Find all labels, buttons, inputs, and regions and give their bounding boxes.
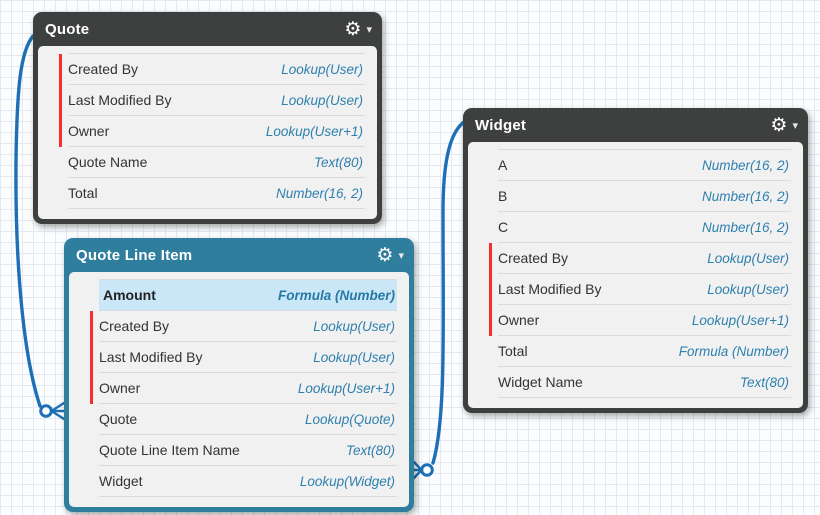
field-row-quote-name[interactable]: Quote Name Text(80) (68, 147, 365, 178)
field-label: Quote Name (68, 154, 148, 170)
connector-end-circle (420, 463, 434, 477)
field-row-c[interactable]: C Number(16, 2) (498, 212, 791, 243)
field-row-b[interactable]: B Number(16, 2) (498, 181, 791, 212)
chevron-down-icon[interactable]: ▾ (792, 119, 798, 132)
field-type: Text(80) (313, 154, 363, 170)
field-type: Lookup(User) (707, 281, 789, 297)
field-type: Text(80) (739, 374, 789, 390)
field-type: Lookup(User) (313, 318, 395, 334)
field-type: Number(16, 2) (701, 157, 789, 173)
entity-body: Created By Lookup(User) Last Modified By Lo… (38, 46, 377, 219)
field-row-owner[interactable]: Owner Lookup(User+1) (489, 305, 791, 336)
field-type: Formula (Number) (277, 287, 395, 303)
field-type: Lookup(Widget) (299, 473, 395, 489)
field-label: Created By (68, 61, 139, 77)
field-row-widget[interactable]: Widget Lookup(Widget) (99, 466, 397, 497)
field-list: A Number(16, 2) B Number(16, 2) C Number(16, … (489, 149, 791, 398)
field-label: Created By (99, 318, 170, 334)
field-row-a[interactable]: A Number(16, 2) (498, 150, 791, 181)
field-type: Lookup(User) (707, 250, 789, 266)
field-label: Owner (498, 312, 540, 328)
entity-title: Quote (45, 20, 90, 38)
entity-header-widget[interactable]: Widget ⚙ ▾ (463, 108, 808, 142)
field-label: Owner (68, 123, 110, 139)
entity-body: Amount Formula (Number) Created By Lookup(U… (69, 272, 409, 507)
field-row-owner[interactable]: Owner Lookup(User+1) (90, 373, 397, 404)
relationship-line (14, 34, 42, 408)
gear-icon[interactable]: ⚙ (770, 114, 788, 136)
chevron-down-icon[interactable]: ▾ (398, 249, 404, 262)
field-row-last-modified-by[interactable]: Last Modified By Lookup(User) (90, 342, 397, 373)
field-type: Lookup(User+1) (297, 380, 395, 396)
gear-icon[interactable]: ⚙ (376, 244, 394, 266)
field-row-created-by[interactable]: Created By Lookup(User) (59, 54, 365, 85)
field-label: Widget Name (498, 374, 583, 390)
field-row-total[interactable]: Total Number(16, 2) (68, 178, 365, 209)
field-row-last-modified-by[interactable]: Last Modified By Lookup(User) (59, 85, 365, 116)
field-type: Number(16, 2) (701, 219, 789, 235)
field-row-widget-name[interactable]: Widget Name Text(80) (498, 367, 791, 398)
entity-title: Widget (475, 116, 527, 134)
field-type: Number(16, 2) (275, 185, 363, 201)
field-row-created-by[interactable]: Created By Lookup(User) (489, 243, 791, 274)
field-label: B (498, 188, 508, 204)
field-type: Lookup(User) (313, 349, 395, 365)
field-type: Lookup(User+1) (265, 123, 363, 139)
entity-body: A Number(16, 2) B Number(16, 2) C Number(16, … (468, 142, 803, 408)
field-label: A (498, 157, 508, 173)
field-row-quote[interactable]: Quote Lookup(Quote) (99, 404, 397, 435)
gear-icon[interactable]: ⚙ (344, 18, 362, 40)
field-row-quote-line-item-name[interactable]: Quote Line Item Name Text(80) (99, 435, 397, 466)
field-list: Amount Formula (Number) Created By Lookup(U… (90, 279, 397, 497)
field-type: Lookup(Quote) (304, 411, 395, 427)
field-label: Total (68, 185, 98, 201)
field-label: Widget (99, 473, 143, 489)
field-label: Owner (99, 380, 141, 396)
field-type: Lookup(User+1) (691, 312, 789, 328)
field-label: Quote (99, 411, 138, 427)
chevron-down-icon[interactable]: ▾ (366, 23, 372, 36)
relationship-line (431, 120, 466, 465)
entity-title: Quote Line Item (76, 246, 193, 264)
field-row-created-by[interactable]: Created By Lookup(User) (90, 311, 397, 342)
field-type: Text(80) (345, 442, 395, 458)
field-label: Created By (498, 250, 569, 266)
relationship-widget-to-quote-line-item (412, 120, 466, 480)
field-row-total[interactable]: Total Formula (Number) (498, 336, 791, 367)
entity-header-quote[interactable]: Quote ⚙ ▾ (33, 12, 382, 46)
field-label: Last Modified By (498, 281, 602, 297)
field-row-last-modified-by[interactable]: Last Modified By Lookup(User) (489, 274, 791, 305)
field-type: Number(16, 2) (701, 188, 789, 204)
field-row-amount[interactable]: Amount Formula (Number) (99, 280, 397, 311)
field-label: Quote Line Item Name (99, 442, 240, 458)
field-type: Lookup(User) (281, 61, 363, 77)
entity-header-quote-line-item[interactable]: Quote Line Item ⚙ ▾ (64, 238, 414, 272)
crow-foot-icon (50, 401, 66, 421)
connector-end-circle (39, 404, 53, 418)
relationship-quote-to-quote-line-item (14, 34, 66, 421)
field-label: Amount (103, 287, 156, 303)
field-list: Created By Lookup(User) Last Modified By Lo… (59, 53, 365, 209)
field-row-owner[interactable]: Owner Lookup(User+1) (59, 116, 365, 147)
field-type: Lookup(User) (281, 92, 363, 108)
field-type: Formula (Number) (678, 343, 789, 359)
field-label: Last Modified By (99, 349, 203, 365)
entity-table-quote-line-item: Quote Line Item ⚙ ▾ Amount Formula (Numbe… (64, 238, 414, 512)
field-label: Total (498, 343, 528, 359)
field-label: C (498, 219, 509, 235)
field-label: Last Modified By (68, 92, 172, 108)
